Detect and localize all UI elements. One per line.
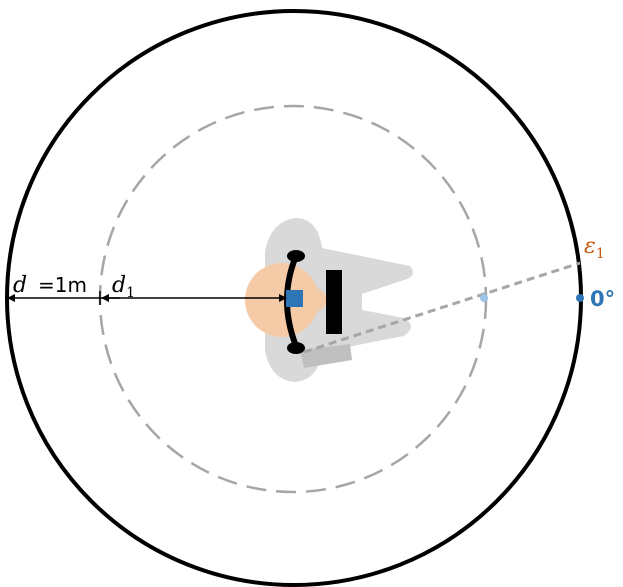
display-bar <box>326 270 342 334</box>
head-icon <box>245 263 319 337</box>
d-label: d <box>13 273 27 298</box>
arm-shadow-icon <box>300 344 352 368</box>
epsilon-label: ε1 <box>584 234 605 262</box>
inner-intersection-dot <box>480 294 488 302</box>
headset-earcup-bottom <box>287 342 305 354</box>
sight-line <box>303 261 581 354</box>
d-value-label: =1m <box>38 273 87 297</box>
d1-label: d1 <box>112 273 135 301</box>
nose-icon <box>318 288 332 312</box>
zero-degree-dot <box>576 294 584 302</box>
headset-earcup-top <box>287 250 305 262</box>
eye-marker-icon <box>286 290 303 307</box>
zero-degree-label: 0° <box>590 287 615 311</box>
